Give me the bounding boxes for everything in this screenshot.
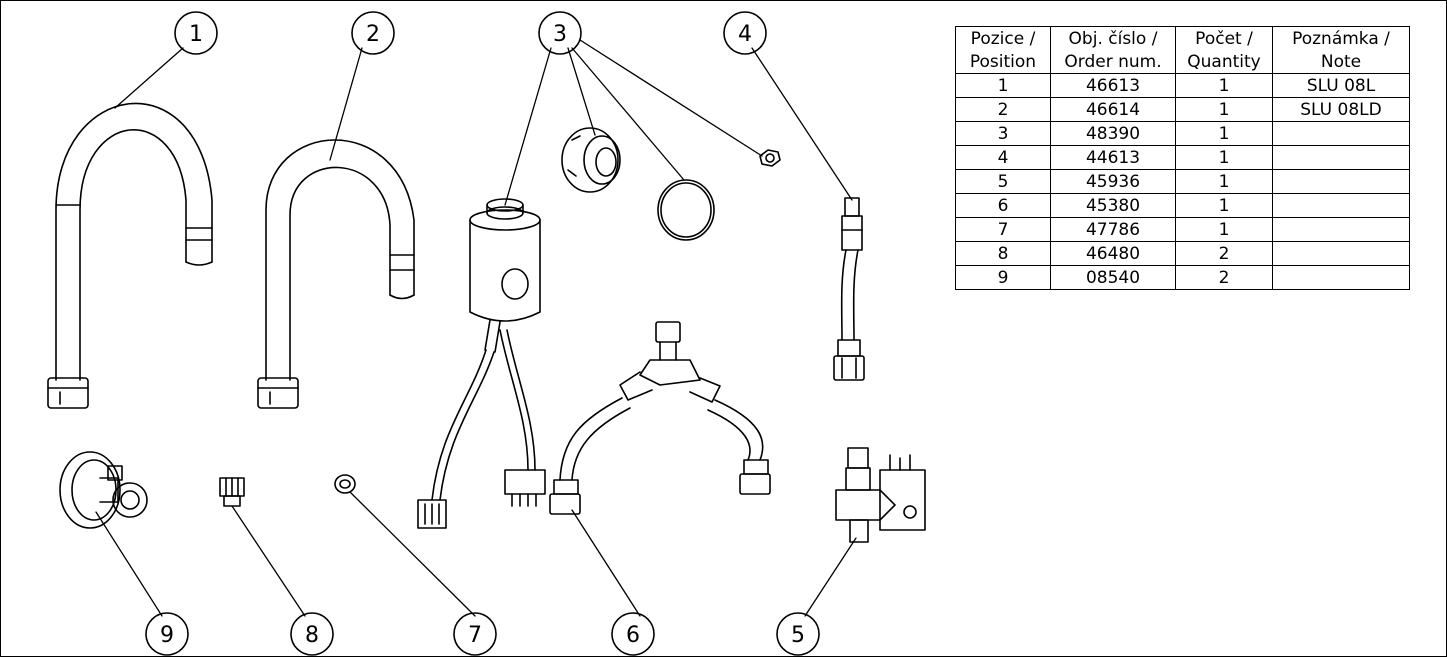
- cell-position: 5: [955, 169, 1051, 194]
- cell-note: [1272, 217, 1410, 242]
- callout-labels: 1 2 3 4 5 6 7 8 9: [160, 22, 805, 648]
- cell-note: [1272, 241, 1410, 266]
- callout-9: [145, 612, 189, 656]
- part-1-spout: [47, 102, 213, 409]
- cell-position: 9: [955, 265, 1051, 290]
- callout-label-6: 6: [626, 623, 640, 648]
- callout-6: [611, 612, 655, 656]
- callout-label-2: 2: [366, 22, 380, 47]
- header-order-num-cz: Obj. číslo /: [1050, 26, 1176, 50]
- cell-order-num: 08540: [1050, 265, 1176, 290]
- cell-note: [1272, 193, 1410, 218]
- table-header-row-2: Position Order num. Quantity Note: [955, 50, 1410, 74]
- callout-4: [723, 11, 767, 55]
- callout-5: [776, 612, 820, 656]
- callout-label-9: 9: [160, 623, 174, 648]
- header-position-cz: Pozice /: [955, 26, 1051, 50]
- cell-position: 6: [955, 193, 1051, 218]
- callout-8: [290, 612, 334, 656]
- part-8-nipple: [219, 477, 245, 507]
- part-9-angle-valve: [59, 451, 148, 529]
- header-quantity: Quantity: [1175, 50, 1273, 74]
- cell-order-num: 45936: [1050, 169, 1176, 194]
- callout-circles: [145, 11, 820, 656]
- part-7-washer: [334, 474, 356, 494]
- callout-label-7: 7: [468, 623, 482, 648]
- part-4-hose: [833, 197, 865, 381]
- cell-order-num: 48390: [1050, 121, 1176, 146]
- part-5-valve: [835, 447, 926, 543]
- cell-quantity: 1: [1175, 97, 1273, 122]
- header-note-cz: Poznámka /: [1272, 26, 1410, 50]
- table-header-row-1: Pozice / Obj. číslo / Počet / Poznámka /: [955, 26, 1410, 50]
- callout-1: [174, 11, 218, 55]
- parts-table: Pozice / Obj. číslo / Počet / Poznámka /…: [955, 26, 1410, 290]
- callout-label-5: 5: [791, 623, 805, 648]
- cell-note: SLU 08L: [1272, 73, 1410, 98]
- callout-label-8: 8: [305, 623, 319, 648]
- leader-lines: [95, 39, 857, 617]
- cell-position: 4: [955, 145, 1051, 170]
- cell-order-num: 46614: [1050, 97, 1176, 122]
- cell-quantity: 2: [1175, 241, 1273, 266]
- header-note: Note: [1272, 50, 1410, 74]
- cell-quantity: 1: [1175, 169, 1273, 194]
- cell-quantity: 1: [1175, 121, 1273, 146]
- cell-quantity: 1: [1175, 145, 1273, 170]
- cell-order-num: 46613: [1050, 73, 1176, 98]
- cell-quantity: 1: [1175, 217, 1273, 242]
- cell-order-num: 45380: [1050, 193, 1176, 218]
- cell-note: SLU 08LD: [1272, 97, 1410, 122]
- callout-7: [453, 612, 497, 656]
- header-order-num: Order num.: [1050, 50, 1176, 74]
- cell-order-num: 47786: [1050, 217, 1176, 242]
- cell-quantity: 1: [1175, 73, 1273, 98]
- callout-3: [538, 11, 582, 55]
- callout-label-4: 4: [738, 22, 752, 47]
- cell-note: [1272, 145, 1410, 170]
- cell-position: 3: [955, 121, 1051, 146]
- part-2-spout: [257, 139, 415, 409]
- callout-2: [351, 11, 395, 55]
- part-3-sensor-module: [417, 127, 781, 529]
- cell-position: 2: [955, 97, 1051, 122]
- callout-label-3: 3: [553, 22, 567, 47]
- cell-note: [1272, 265, 1410, 290]
- header-position: Position: [955, 50, 1051, 74]
- part-6-y-hose: [549, 321, 771, 515]
- cell-position: 1: [955, 73, 1051, 98]
- cell-order-num: 46480: [1050, 241, 1176, 266]
- cell-note: [1272, 169, 1410, 194]
- cell-note: [1272, 121, 1410, 146]
- header-quantity-cz: Počet /: [1175, 26, 1273, 50]
- cell-quantity: 2: [1175, 265, 1273, 290]
- cell-position: 7: [955, 217, 1051, 242]
- cell-position: 8: [955, 241, 1051, 266]
- callout-label-1: 1: [189, 22, 203, 47]
- cell-order-num: 44613: [1050, 145, 1176, 170]
- cell-quantity: 1: [1175, 193, 1273, 218]
